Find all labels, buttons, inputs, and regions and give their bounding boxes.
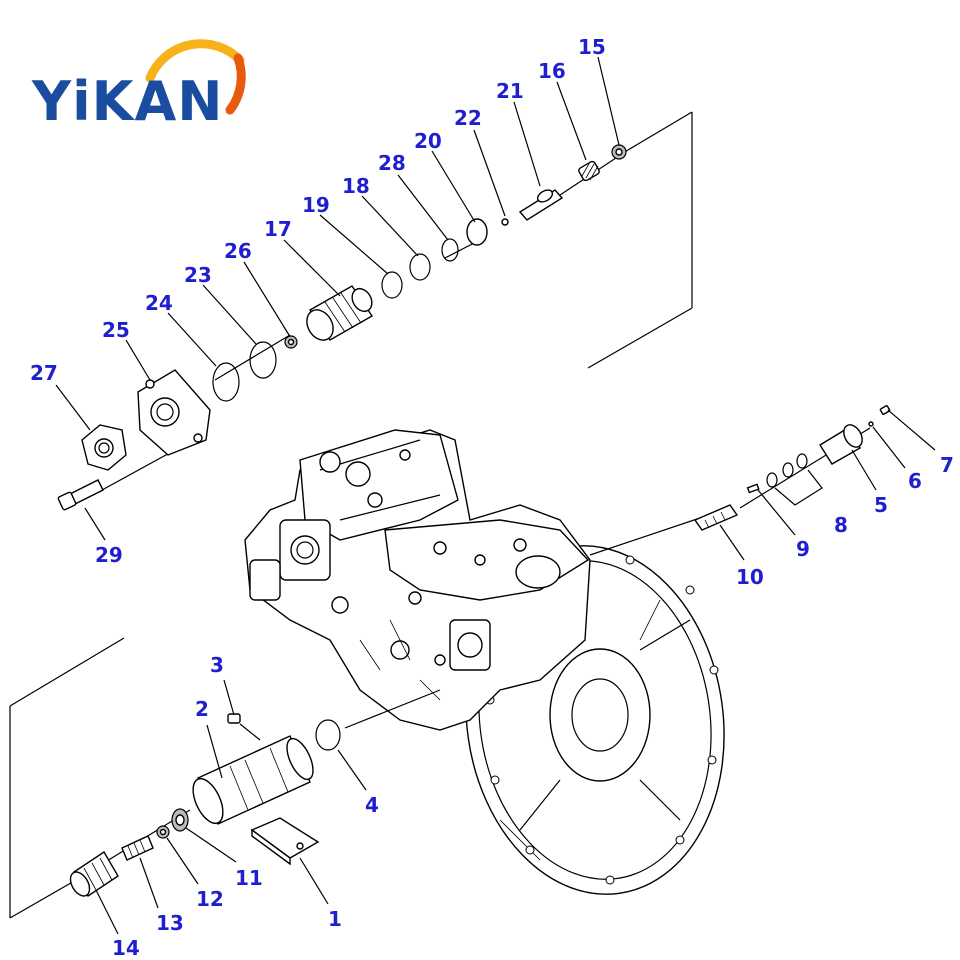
upper-frame-lines — [587, 111, 693, 369]
logo-wordmark: YiKAN — [31, 70, 223, 133]
callout-22: 22 — [454, 106, 482, 130]
callout-6: 6 — [908, 469, 922, 493]
part-3-screw — [227, 713, 261, 741]
leader-lines — [55, 56, 936, 935]
callout-11: 11 — [235, 866, 263, 890]
part-7-screw — [879, 405, 891, 415]
lower-frame-lines — [9, 637, 125, 919]
callout-13: 13 — [156, 911, 184, 935]
callout-2: 2 — [195, 697, 209, 721]
callout-14: 14 — [112, 936, 140, 960]
callout-28: 28 — [378, 151, 406, 175]
part-21-spool — [518, 189, 564, 221]
callout-15: 15 — [578, 35, 606, 59]
part-2-cylinder — [192, 735, 314, 825]
callout-8: 8 — [834, 513, 848, 537]
callout-16: 16 — [538, 59, 566, 83]
callout-24: 24 — [145, 291, 173, 315]
part-24-ring — [212, 362, 240, 402]
callout-7: 7 — [940, 453, 954, 477]
part-9-pin — [746, 483, 760, 494]
part-16-spring — [578, 160, 600, 182]
callout-21: 21 — [496, 79, 524, 103]
part-11-washer — [171, 808, 189, 832]
part-1-block — [250, 817, 320, 866]
callout-19: 19 — [302, 193, 330, 217]
part-23-ring — [249, 341, 277, 379]
yikan-logo: YiKAN — [31, 39, 246, 133]
leader-29-25 — [101, 449, 176, 491]
callout-labels: 15 16 21 22 20 28 18 19 17 26 23 24 25 2… — [30, 35, 954, 960]
part-15-plug — [611, 144, 627, 160]
part-6-ball — [868, 421, 874, 427]
main-pump-assembly — [244, 429, 725, 895]
callout-23: 23 — [184, 263, 212, 287]
callout-5: 5 — [874, 493, 888, 517]
part-19-ring — [381, 271, 403, 299]
callout-26: 26 — [224, 239, 252, 263]
part-13-spring — [121, 835, 154, 861]
part-27-nut — [81, 424, 127, 471]
callout-25: 25 — [102, 318, 130, 342]
part-12-nut — [156, 825, 170, 839]
part-5-plug — [819, 424, 863, 465]
part-8-rings — [766, 453, 823, 506]
callout-3: 3 — [210, 653, 224, 677]
part-14-spring — [69, 851, 119, 897]
part-10-valve — [693, 504, 739, 531]
part-29-bolt — [57, 479, 104, 511]
part-22-ball — [501, 218, 509, 226]
part-28-snap-ring — [441, 238, 459, 262]
callout-12: 12 — [196, 887, 224, 911]
part-18-ring — [409, 253, 431, 281]
callout-4: 4 — [365, 793, 379, 817]
part-4-ring — [315, 719, 341, 751]
part-25-flange — [137, 369, 211, 456]
logo-arc-orange — [225, 53, 246, 115]
part-20-ring — [466, 218, 488, 246]
callout-17: 17 — [264, 217, 292, 241]
callout-18: 18 — [342, 174, 370, 198]
callout-10: 10 — [736, 565, 764, 589]
callout-29: 29 — [95, 543, 123, 567]
logo-arc-yellow — [145, 39, 245, 83]
callout-1: 1 — [328, 907, 342, 931]
callout-20: 20 — [414, 129, 442, 153]
part-26-nut — [284, 335, 298, 349]
callout-9: 9 — [796, 537, 810, 561]
callout-27: 27 — [30, 361, 58, 385]
